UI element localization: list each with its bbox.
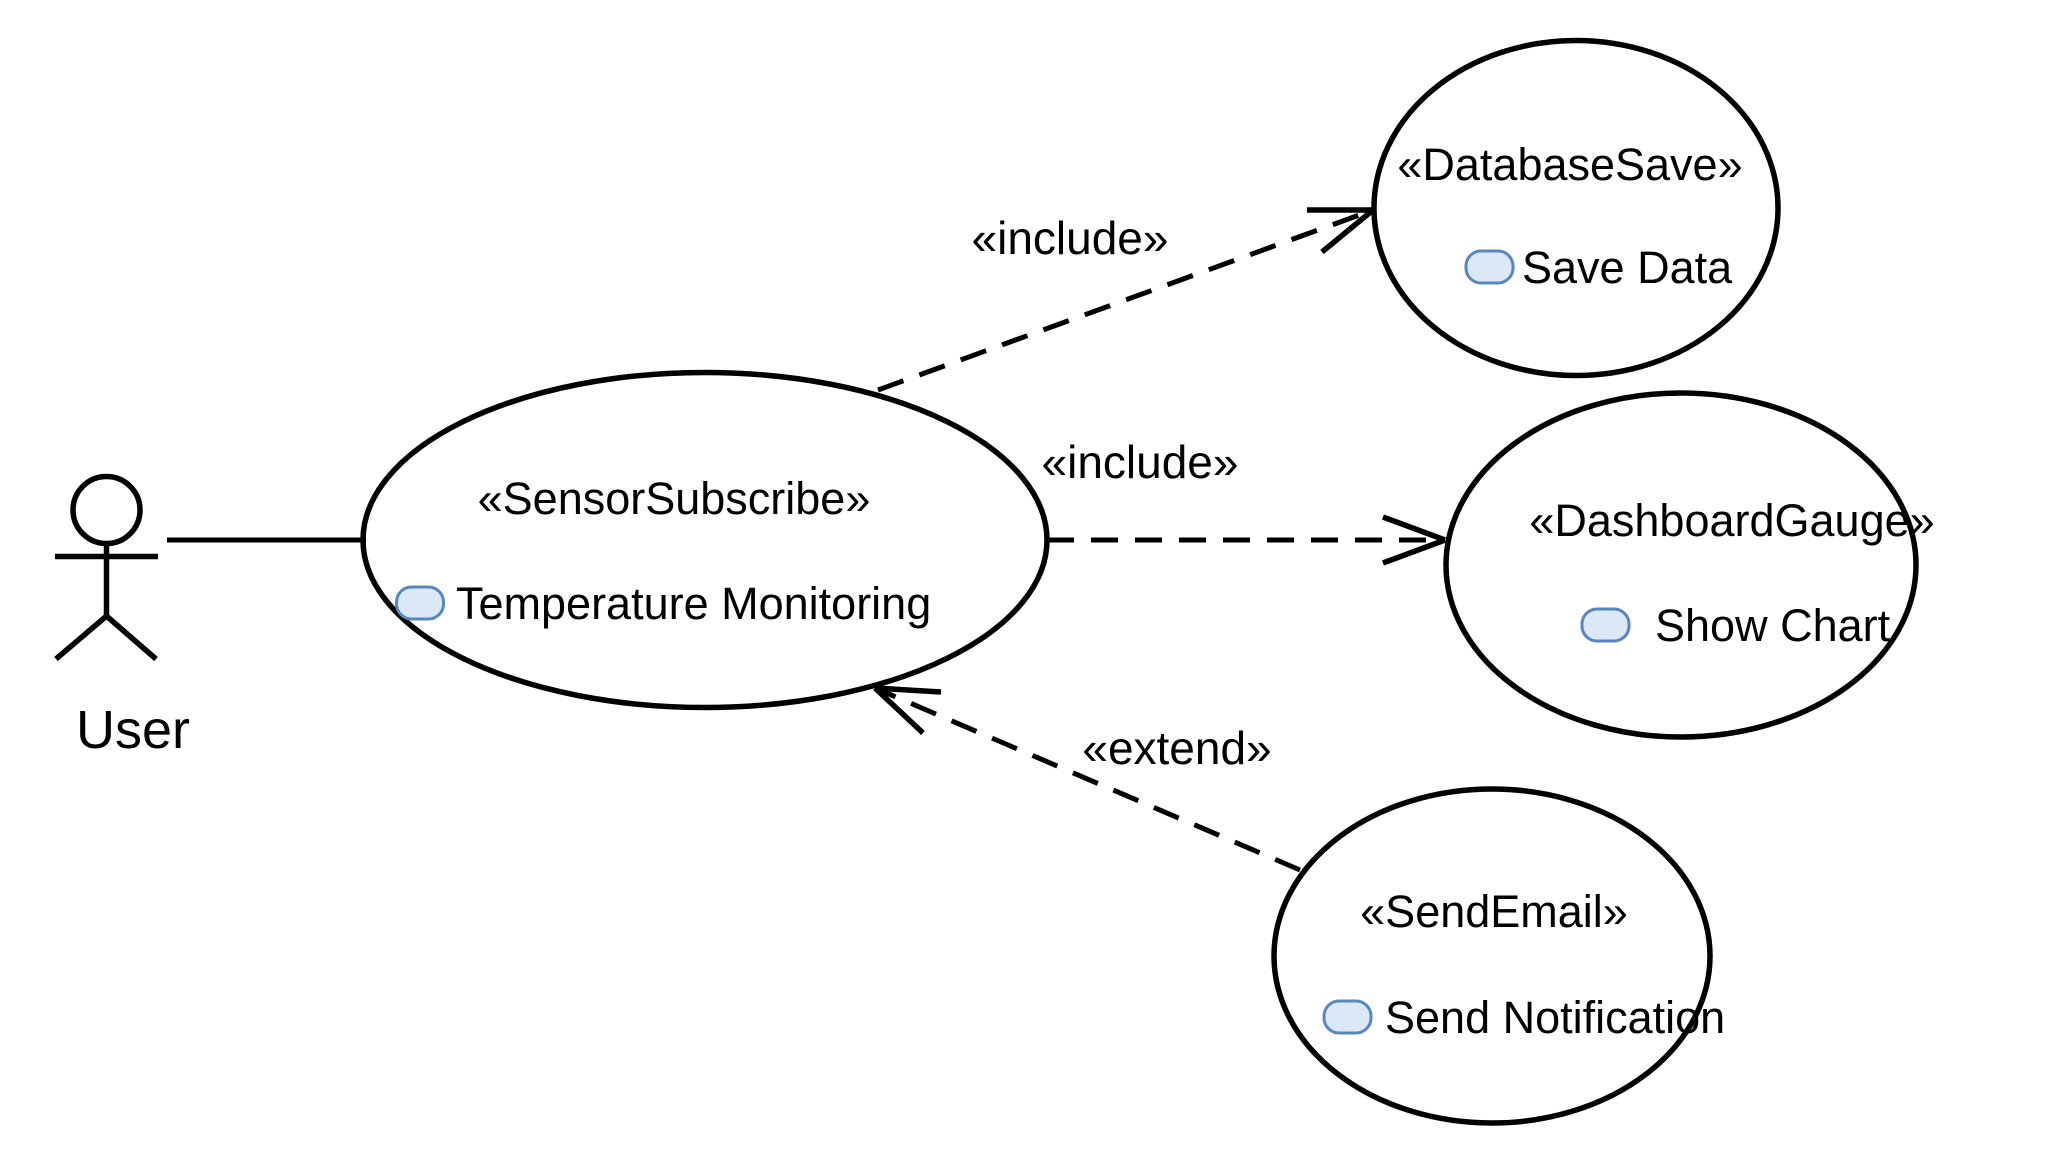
use-case-ellipse-show-chart [1443,390,1919,740]
use-case-ellipse-save-data [1371,37,1781,379]
use-case-send-notification [1271,786,1713,1126]
use-case-name-send-notification: Send Notification [1385,992,1725,1043]
extend-arrow-arrowhead-icon [873,685,942,736]
extend-label: «extend» [1082,722,1271,774]
include-arrow-show-chart-arrowhead-icon [1382,514,1446,566]
extend-arrow-send-notification: «extend» [873,685,1301,873]
use-case-oval-icon [395,585,445,621]
include-arrow-save-data-arrowhead-icon [1307,207,1375,255]
use-case-oval-icon [1580,607,1631,643]
actor-user: User [54,473,190,760]
actor-head [70,473,143,547]
use-case-stereotype-send-notification: «SendEmail» [1360,886,1628,937]
use-case-name-save-data: Save Data [1522,242,1733,293]
include-arrow-show-chart: «include» [1042,436,1446,566]
use-case-stereotype-show-chart: «DashboardGauge» [1529,495,1934,546]
include-arrow-save-data: «include» [877,207,1375,393]
actor-left-leg [54,613,109,662]
use-case-save-data [1371,37,1781,379]
use-case-name-show-chart: Show Chart [1655,600,1891,651]
include-label-show-chart: «include» [1042,436,1239,488]
extend-arrow-shaft [874,685,1301,873]
use-case-show-chart [1443,390,1919,740]
actor-label: User [76,700,190,760]
use-case-ellipse-send-notification [1271,786,1713,1126]
use-case-stereotype-save-data: «DatabaseSave» [1397,139,1742,190]
actor-right-leg [104,613,158,662]
use-case-temperature-monitoring [360,369,1050,711]
use-case-name-temperature-monitoring: Temperature Monitoring [456,578,931,629]
use-case-ellipse-temperature-monitoring [360,369,1050,711]
include-label-save-data: «include» [972,212,1169,264]
use-case-oval-icon [1322,999,1373,1035]
use-case-oval-icon [1464,249,1515,285]
use-case-stereotype-temperature-monitoring: «SensorSubscribe» [478,473,871,524]
